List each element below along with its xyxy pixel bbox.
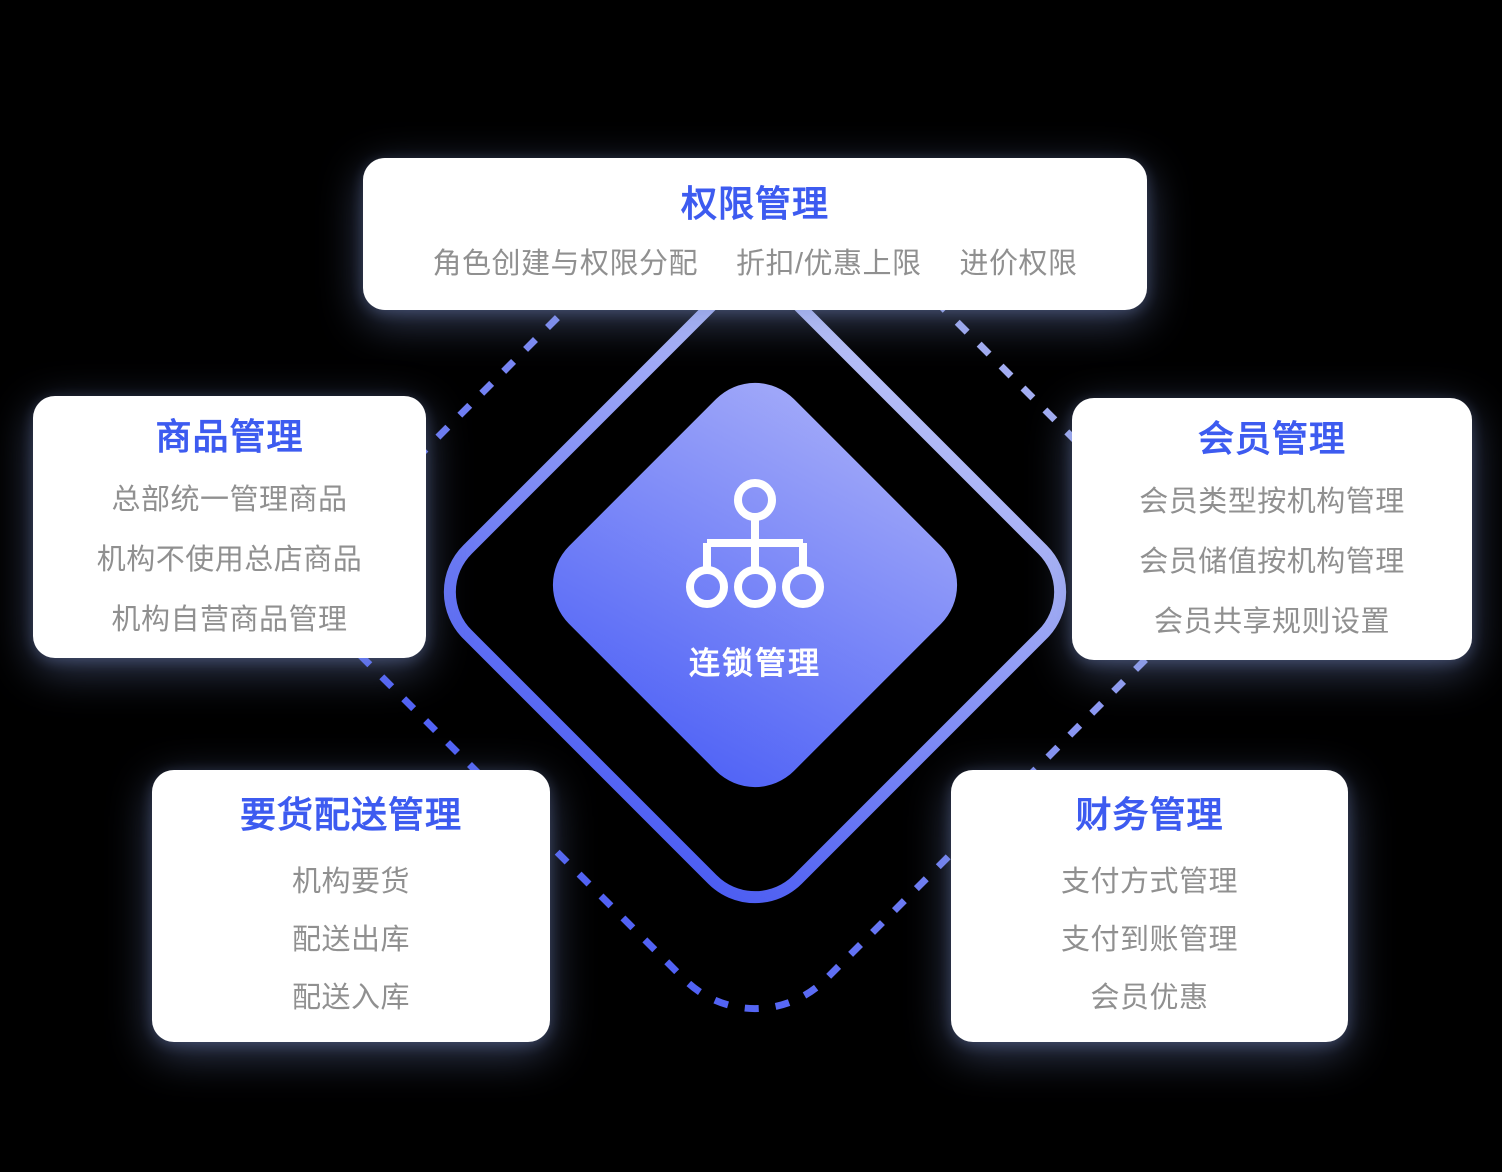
feature-line: 会员类型按机构管理 <box>1139 486 1405 518</box>
feature-role-permission: 角色创建与权限分配 <box>432 248 698 280</box>
card-body: 机构要货 配送出库 配送入库 <box>152 853 550 1027</box>
card-title-permissions: 权限管理 <box>680 183 829 224</box>
feature-line: 支付到账管理 <box>1060 924 1238 956</box>
card-body: 会员类型按机构管理 会员储值按机构管理 会员共享规则设置 <box>1072 472 1472 652</box>
org-chart-icon <box>686 479 824 608</box>
center-diamond <box>552 382 958 788</box>
feature-purchase-price-permission: 进价权限 <box>959 248 1078 280</box>
card-title-delivery: 要货配送管理 <box>239 794 462 835</box>
feature-line: 配送入库 <box>291 982 410 1014</box>
feature-line: 机构要货 <box>291 866 410 898</box>
feature-line: 总部统一管理商品 <box>111 484 348 516</box>
feature-line: 机构自营商品管理 <box>111 604 348 636</box>
feature-line: 会员共享规则设置 <box>1153 606 1390 638</box>
feature-line: 机构不使用总店商品 <box>96 544 363 576</box>
card-body: 总部统一管理商品 机构不使用总店商品 机构自营商品管理 <box>33 470 426 650</box>
feature-discount-limit: 折扣/优惠上限 <box>735 248 922 280</box>
outer-diamond-ring <box>443 280 1067 904</box>
card-member-management: 会员管理 会员类型按机构管理 会员储值按机构管理 会员共享规则设置 <box>1072 398 1472 660</box>
card-body: 支付方式管理 支付到账管理 会员优惠 <box>951 853 1348 1027</box>
card-feature-row: 角色创建与权限分配 折扣/优惠上限 进价权限 <box>363 246 1147 282</box>
card-finance-management: 财务管理 支付方式管理 支付到账管理 会员优惠 <box>951 770 1348 1042</box>
card-requisition-delivery-management: 要货配送管理 机构要货 配送出库 配送入库 <box>152 770 550 1042</box>
center-diamond-label: 连锁管理 <box>689 646 821 681</box>
card-title-finance: 财务管理 <box>1075 794 1224 835</box>
card-product-management: 商品管理 总部统一管理商品 机构不使用总店商品 机构自营商品管理 <box>33 396 426 658</box>
card-title-products: 商品管理 <box>155 416 304 457</box>
card-permission-management: 权限管理 角色创建与权限分配 折扣/优惠上限 进价权限 <box>363 158 1147 310</box>
card-title-members: 会员管理 <box>1197 418 1346 459</box>
feature-line: 会员优惠 <box>1090 982 1209 1014</box>
feature-line: 配送出库 <box>291 924 410 956</box>
feature-line: 会员储值按机构管理 <box>1139 546 1405 578</box>
feature-line: 支付方式管理 <box>1060 866 1238 898</box>
